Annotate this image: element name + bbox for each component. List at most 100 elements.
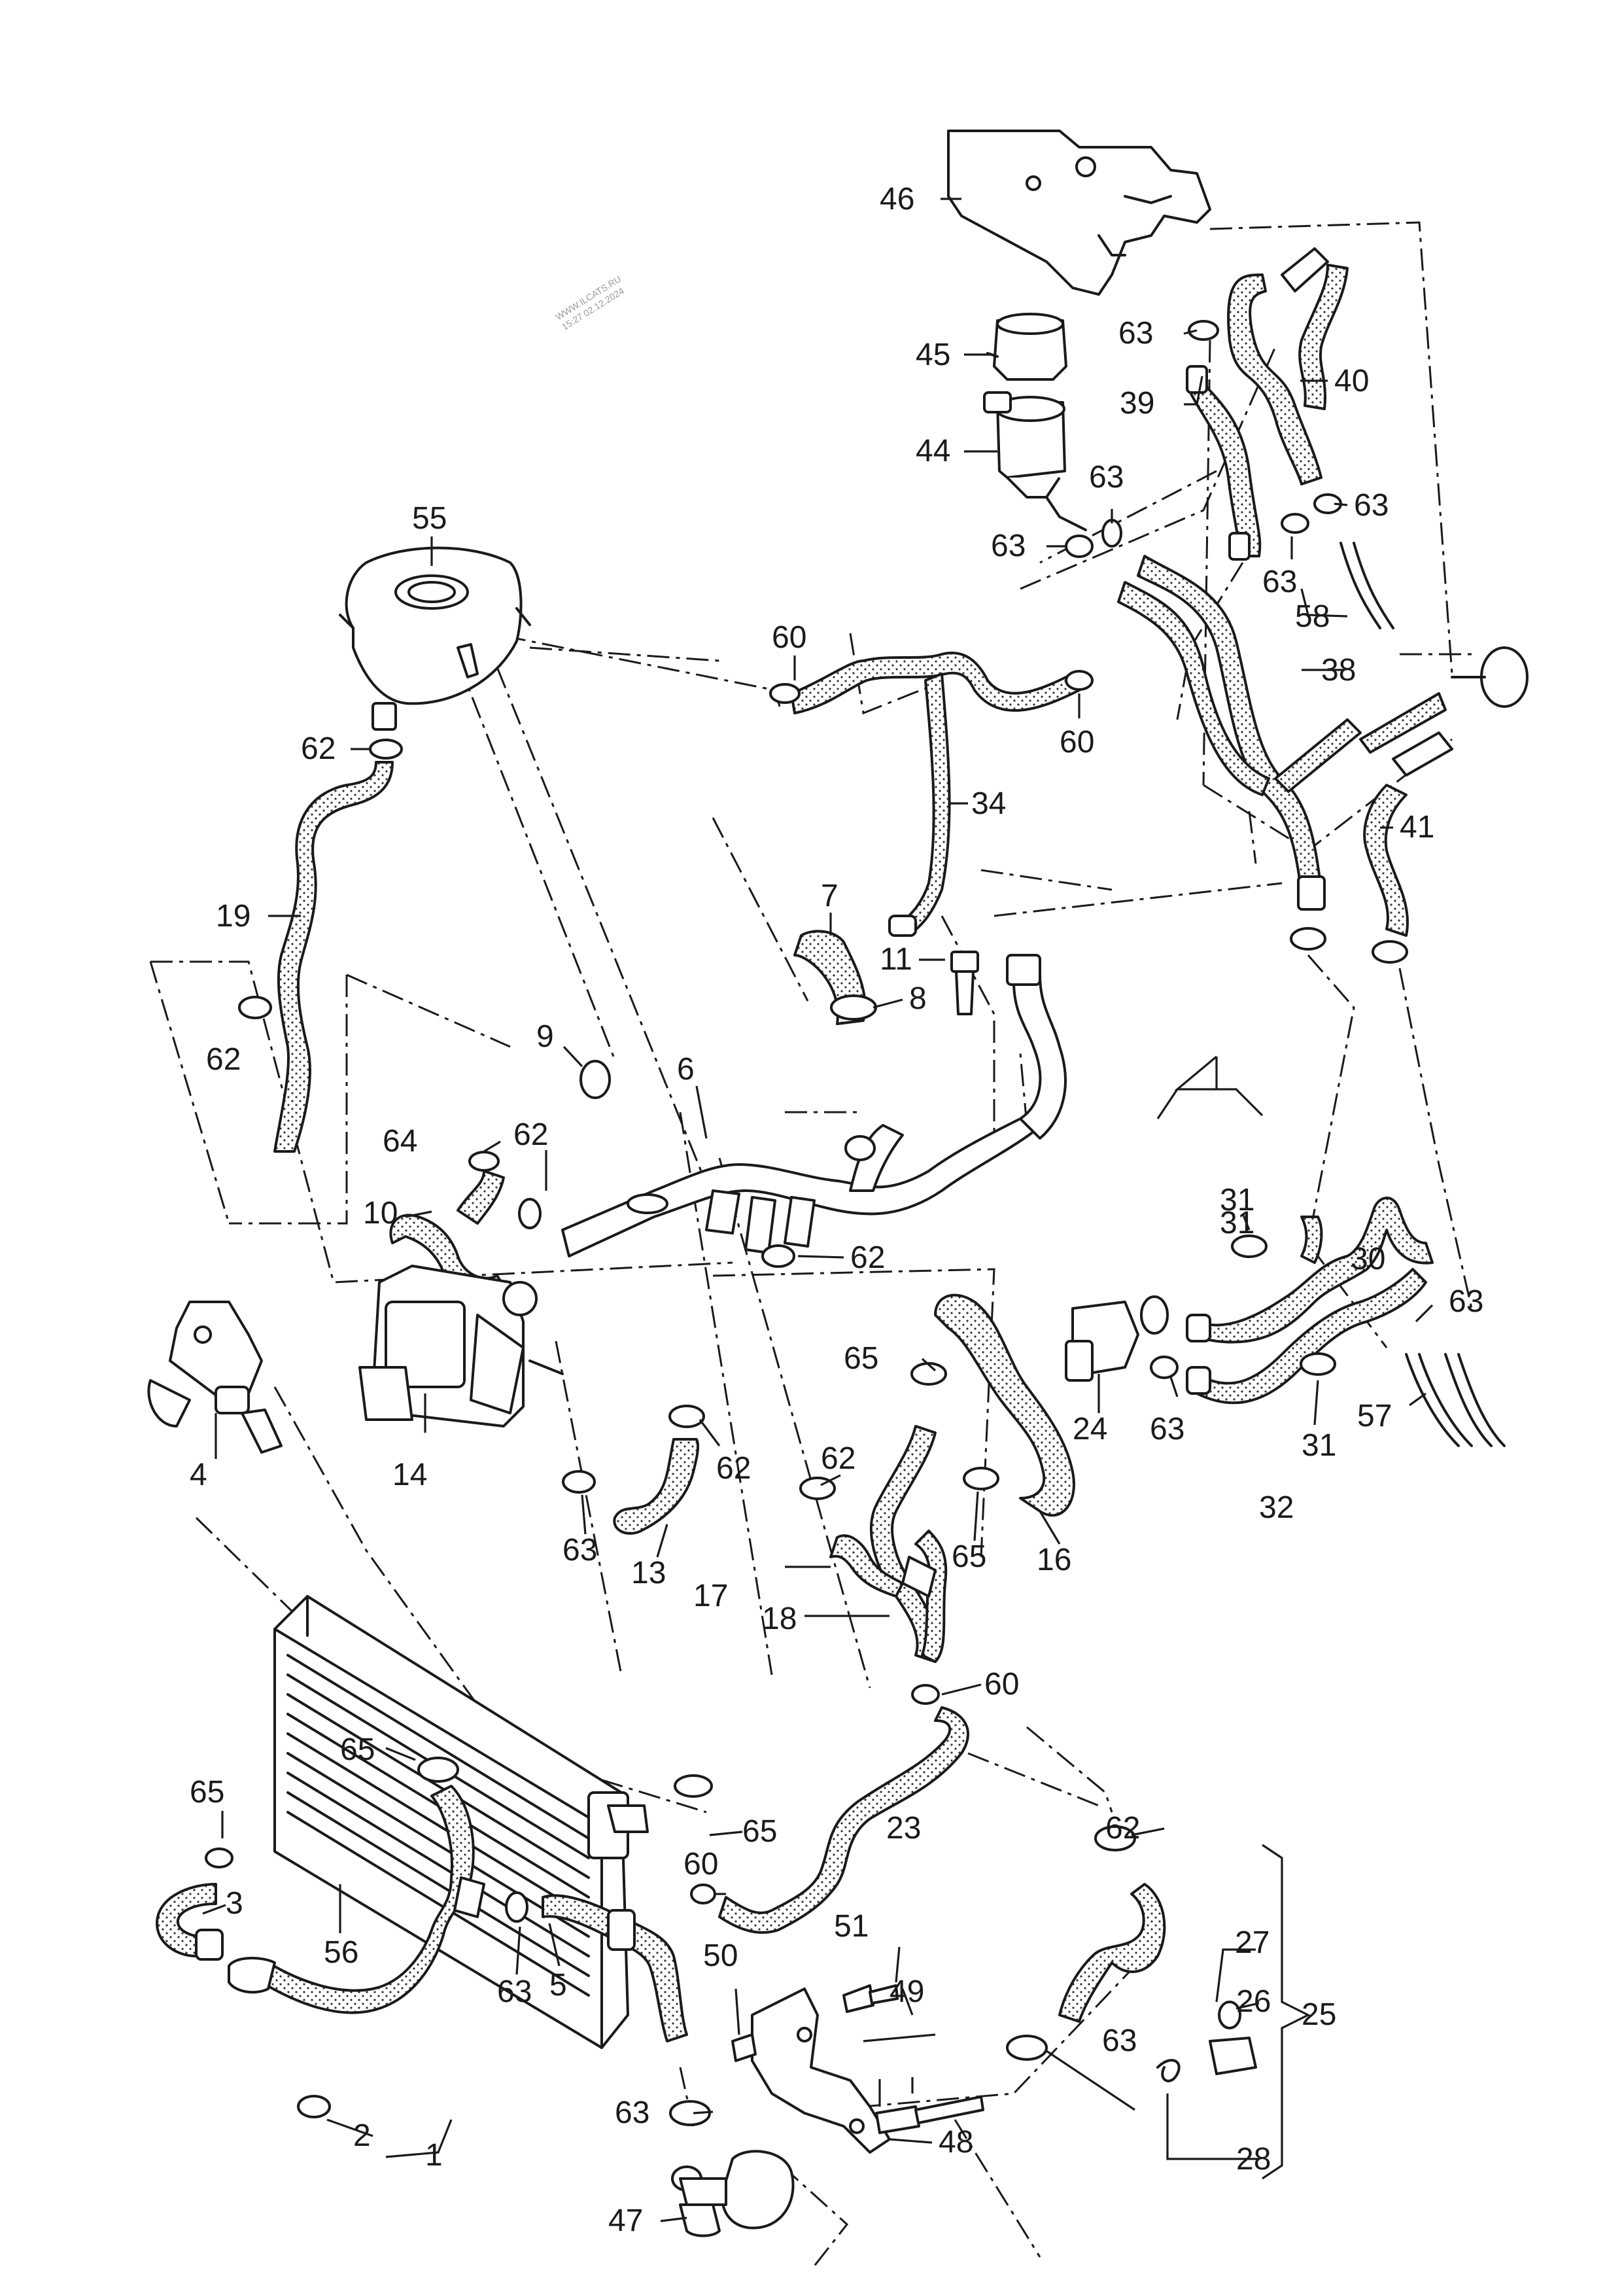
label-23: 23 bbox=[886, 1811, 921, 1846]
label-31-b: 31 bbox=[1220, 1206, 1254, 1240]
label-48: 48 bbox=[939, 2125, 973, 2160]
label-65-c: 65 bbox=[340, 1732, 375, 1767]
label-8: 8 bbox=[909, 981, 927, 1016]
label-60-b: 60 bbox=[1060, 725, 1094, 760]
label-63-d: 63 bbox=[1354, 488, 1389, 523]
label-63-k: 63 bbox=[615, 2095, 649, 2130]
label-50: 50 bbox=[703, 1938, 738, 1973]
label-14: 14 bbox=[392, 1458, 427, 1492]
part-57-pipes bbox=[1405, 1353, 1506, 1447]
label-46: 46 bbox=[880, 182, 914, 217]
part-14-heater-unit bbox=[358, 1265, 564, 1428]
label-5: 5 bbox=[549, 1968, 567, 2003]
label-51: 51 bbox=[834, 1909, 869, 1944]
label-13: 13 bbox=[631, 1556, 666, 1590]
label-62-b: 62 bbox=[513, 1117, 548, 1152]
label-28: 28 bbox=[1236, 2142, 1271, 2177]
label-38: 38 bbox=[1321, 653, 1356, 688]
label-60-a: 60 bbox=[772, 620, 806, 655]
label-1: 1 bbox=[425, 2138, 443, 2173]
part-25-temp-sensor bbox=[1058, 1883, 1257, 2082]
label-39: 39 bbox=[1120, 386, 1154, 421]
label-62-f: 62 bbox=[821, 1441, 855, 1476]
label-34: 34 bbox=[971, 786, 1006, 821]
label-16: 16 bbox=[1037, 1543, 1071, 1577]
label-63-a: 63 bbox=[1118, 316, 1153, 351]
label-62-g: 62 bbox=[1105, 1811, 1140, 1846]
label-63-f: 63 bbox=[1449, 1284, 1483, 1319]
part-connector-right bbox=[1451, 646, 1529, 708]
hose-41 bbox=[1363, 731, 1453, 937]
part-45-clamp-ring bbox=[986, 313, 1067, 381]
watermark: WWW.ILCATS.RU 15:27 02.12.2024 bbox=[553, 273, 626, 332]
label-31-a: 31 bbox=[1220, 1183, 1254, 1218]
part-47-water-pump bbox=[671, 2150, 795, 2237]
part-55-expansion-tank bbox=[339, 546, 531, 731]
part-58-pipes bbox=[1339, 542, 1394, 629]
part-9-o-ring bbox=[579, 1060, 611, 1099]
part-13-hose bbox=[613, 1438, 700, 1535]
clamps bbox=[205, 320, 1408, 2126]
part-46-bracket bbox=[947, 130, 1211, 296]
part-16-hose bbox=[934, 1293, 1075, 1517]
label-63-c: 63 bbox=[991, 529, 1026, 563]
part-30-32-hoses bbox=[1186, 1197, 1434, 1405]
label-32: 32 bbox=[1259, 1490, 1294, 1525]
label-65-e: 65 bbox=[742, 1814, 777, 1849]
part-4-bracket bbox=[147, 1301, 283, 1454]
hose-23 bbox=[718, 1706, 969, 1934]
label-62-d: 62 bbox=[850, 1240, 885, 1275]
label-60-d: 60 bbox=[683, 1847, 718, 1882]
hose-38 bbox=[1117, 555, 1447, 911]
hose-19 bbox=[273, 761, 394, 1153]
label-2: 2 bbox=[353, 2118, 371, 2153]
label-56: 56 bbox=[324, 1935, 358, 1970]
label-65-b: 65 bbox=[952, 1539, 986, 1574]
part-48-bracket bbox=[751, 1988, 891, 2154]
label-11: 11 bbox=[880, 942, 912, 977]
hose-5 bbox=[542, 1894, 688, 2042]
label-10: 10 bbox=[363, 1196, 398, 1231]
label-63-j: 63 bbox=[1102, 2023, 1137, 2058]
label-58: 58 bbox=[1295, 599, 1330, 634]
label-60-c: 60 bbox=[984, 1667, 1019, 1702]
part-11-bolt bbox=[950, 951, 979, 1015]
label-57: 57 bbox=[1357, 1399, 1392, 1433]
parts-49-50-51 bbox=[731, 1984, 984, 2134]
label-30: 30 bbox=[1351, 1242, 1385, 1276]
hoses-39-40 bbox=[1186, 247, 1349, 561]
label-6: 6 bbox=[677, 1052, 695, 1087]
label-45: 45 bbox=[916, 338, 950, 372]
label-44: 44 bbox=[916, 434, 950, 468]
part-24-valve bbox=[1065, 1295, 1169, 1382]
part-6-coolant-pipe bbox=[561, 954, 1067, 1257]
label-17: 17 bbox=[693, 1579, 728, 1613]
label-49: 49 bbox=[890, 1974, 924, 2009]
callout-labels: 46 45 44 63 39 40 63 63 63 63 58 38 41 3… bbox=[190, 182, 1483, 2238]
label-31-c: 31 bbox=[1302, 1428, 1336, 1463]
label-63-i: 63 bbox=[497, 1974, 532, 2009]
label-24: 24 bbox=[1073, 1412, 1107, 1446]
label-62-a: 62 bbox=[301, 731, 336, 766]
label-64: 64 bbox=[383, 1124, 417, 1159]
label-65-d: 65 bbox=[190, 1775, 224, 1810]
part-44-coolant-valve bbox=[983, 391, 1087, 531]
label-26: 26 bbox=[1236, 1984, 1271, 2019]
label-63-h: 63 bbox=[562, 1533, 597, 1568]
label-4: 4 bbox=[190, 1458, 207, 1492]
label-7: 7 bbox=[821, 879, 838, 913]
label-40: 40 bbox=[1334, 364, 1369, 398]
label-62-e: 62 bbox=[716, 1451, 751, 1486]
label-55: 55 bbox=[412, 501, 447, 536]
label-41: 41 bbox=[1400, 810, 1434, 845]
label-63-b: 63 bbox=[1089, 460, 1124, 495]
label-3: 3 bbox=[226, 1886, 243, 1921]
label-63-g: 63 bbox=[1150, 1412, 1184, 1446]
label-63-e: 63 bbox=[1262, 565, 1297, 599]
label-27: 27 bbox=[1235, 1925, 1270, 1960]
label-65-a: 65 bbox=[844, 1341, 878, 1376]
label-19: 19 bbox=[216, 899, 251, 934]
label-9: 9 bbox=[536, 1019, 554, 1054]
part-17-18-hoses bbox=[829, 1425, 948, 1663]
